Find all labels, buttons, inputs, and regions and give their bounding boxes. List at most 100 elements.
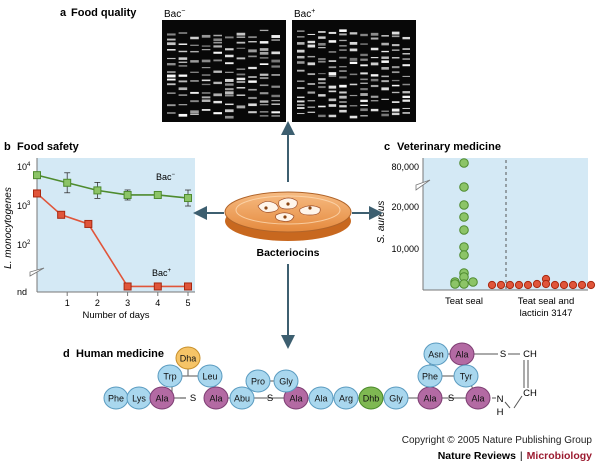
gel-band: [259, 84, 269, 87]
residue-label: Phe: [422, 371, 438, 381]
gel-band: [318, 82, 326, 84]
gel-band: [167, 42, 176, 46]
gel-band: [360, 78, 368, 81]
gel-band: [381, 98, 389, 100]
gel-band: [370, 62, 379, 66]
gel-band: [236, 105, 246, 109]
gel-band: [201, 34, 211, 38]
gel-band: [190, 36, 199, 40]
gel-band: [259, 73, 269, 76]
gel-band: [349, 57, 358, 61]
gel-band: [167, 92, 176, 94]
n-label: N: [497, 394, 504, 405]
gel-bands: [167, 29, 410, 119]
gel-band: [225, 109, 234, 113]
gel-band: [190, 71, 199, 73]
gel-band: [381, 75, 389, 78]
gel-band: [370, 84, 379, 88]
residue-abu: [229, 386, 255, 410]
gel-band: [360, 88, 368, 91]
gel-band: [381, 113, 389, 117]
gel-band: [349, 73, 358, 76]
gel-band: [201, 67, 211, 69]
residue-label: Arg: [339, 393, 353, 403]
gel-band: [328, 104, 337, 107]
data-point: [459, 182, 469, 192]
data-point: [487, 280, 497, 290]
gel-band: [259, 100, 269, 103]
data-point: [459, 225, 469, 235]
data-point: [123, 190, 132, 199]
gel-band: [339, 105, 347, 108]
gel-band: [225, 62, 234, 65]
gel-band: [236, 36, 246, 38]
data-point: [468, 277, 478, 287]
gel-band: [370, 37, 379, 40]
gel-band: [402, 75, 410, 77]
journal-name: Nature Reviews: [438, 450, 516, 462]
gel-band: [391, 71, 400, 74]
center-label: Bacteriocins: [256, 247, 319, 259]
residue-asn: [423, 342, 449, 366]
plot-b-xlabel: Number of days: [82, 310, 149, 321]
data-point: [532, 279, 542, 289]
gel-band: [318, 94, 326, 97]
gel-band: [201, 96, 211, 99]
gel-band: [178, 87, 188, 91]
gel-band: [201, 109, 211, 111]
data-point: [505, 280, 515, 290]
gel-band: [307, 83, 316, 85]
gel-band: [297, 80, 305, 82]
gel-band: [297, 30, 305, 32]
gel-band: [318, 47, 326, 49]
data-point: [514, 280, 524, 290]
gel-band: [360, 33, 368, 37]
gel-band: [236, 94, 246, 96]
plot-c-ylabel: S. aureus: [376, 201, 387, 244]
gel-band: [167, 33, 176, 36]
gel-band: [190, 60, 199, 63]
gel-band: [328, 85, 337, 89]
gel-band: [318, 86, 326, 89]
gel-band: [236, 73, 246, 76]
plot-c-tick-10000: 10,000: [391, 244, 419, 254]
gel-band: [271, 85, 280, 88]
data-point: [459, 279, 469, 289]
series-label-bac-plus: Bac+: [152, 268, 172, 278]
gel-band: [381, 56, 389, 59]
residue-arg: [333, 386, 359, 410]
series-label-bac-minus: Bac−: [156, 172, 176, 182]
gel-band: [360, 64, 368, 67]
data-point: [459, 250, 469, 260]
gel-band: [213, 42, 222, 44]
residue-label: Ala: [423, 393, 436, 403]
gel-band: [370, 56, 379, 59]
panel-b-letter: b: [4, 141, 11, 153]
gel-band: [339, 109, 347, 113]
colony: [299, 205, 321, 216]
gel-band: [339, 49, 347, 51]
gel-band: [236, 68, 246, 70]
data-point: [523, 280, 533, 290]
gel-band: [167, 104, 176, 107]
residue-ala: [203, 386, 229, 410]
gel-band: [213, 59, 222, 62]
gel-band: [328, 114, 337, 118]
gel-band: [190, 100, 199, 103]
residue-label: Trp: [163, 371, 176, 381]
gel-band: [360, 115, 368, 117]
gel-band: [307, 44, 316, 48]
gel-band: [225, 88, 234, 91]
y-tick-10e3: 103: [17, 201, 31, 211]
gel-band: [307, 111, 316, 113]
gel-band: [201, 99, 211, 102]
gel-band: [190, 91, 199, 94]
gel-band: [167, 63, 176, 66]
gel-band: [339, 56, 347, 59]
residue-gly: [383, 386, 409, 410]
gel-band: [297, 42, 305, 45]
gel-band: [328, 60, 337, 62]
gel-band: [167, 57, 176, 60]
